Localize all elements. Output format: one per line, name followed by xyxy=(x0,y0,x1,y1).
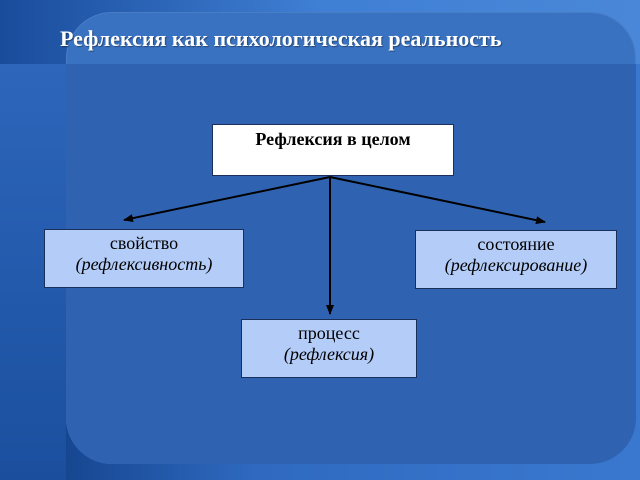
node-process-sub: (рефлексия) xyxy=(283,344,375,364)
node-process-label: процесс xyxy=(298,323,360,343)
node-state-sub: (рефлексирование) xyxy=(444,255,588,275)
root-node: Рефлексия в целом xyxy=(212,124,454,176)
slide-title: Рефлексия как психологическая реальность xyxy=(60,26,502,51)
node-property-sub: (рефлексивность) xyxy=(75,254,213,274)
node-state-label: состояние xyxy=(477,234,555,254)
arrow-to-left xyxy=(123,176,331,223)
root-node-label: Рефлексия в целом xyxy=(255,129,411,149)
node-property-label: свойство xyxy=(109,233,179,253)
node-state: состояние (рефлексирование) xyxy=(415,230,617,289)
node-property: свойство (рефлексивность) xyxy=(44,229,244,288)
arrow-to-right xyxy=(329,176,546,225)
node-process: процесс (рефлексия) xyxy=(241,319,417,378)
